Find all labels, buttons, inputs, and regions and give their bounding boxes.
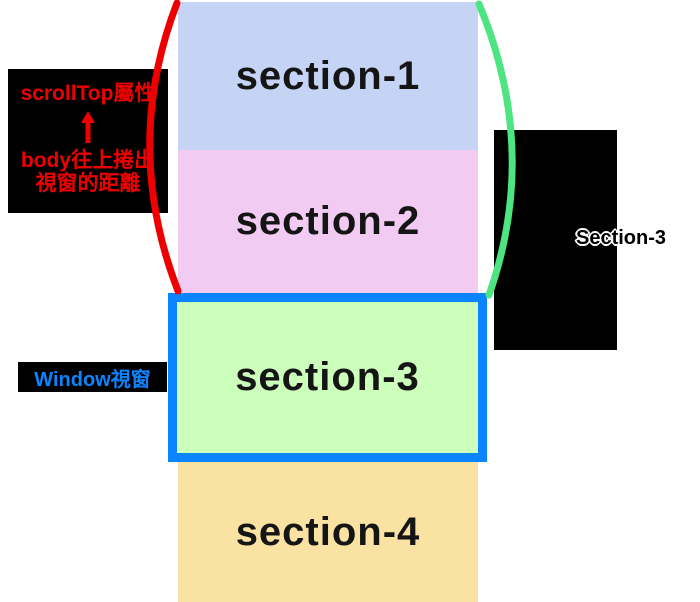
- window-viewport-annotation-box: Window視窗: [18, 362, 167, 392]
- scrolltop-description-line2: 視窗的距離: [35, 172, 141, 196]
- section-3-label: section-3: [235, 355, 420, 399]
- up-arrow-icon: [81, 111, 95, 144]
- section-2-label: section-2: [235, 199, 421, 243]
- section-4-label: section-4: [235, 509, 421, 554]
- right-annotation-label: Section-3: [575, 226, 667, 250]
- scrolltop-annotation-box: scrollTop屬性 body往上捲出 視窗的距離: [8, 69, 168, 213]
- section-1-label: section-1: [235, 53, 421, 98]
- scrolltop-attribute-label: scrollTop屬性: [20, 82, 156, 105]
- section-4-block: section-4: [178, 462, 478, 602]
- window-viewport-frame: section-3: [168, 293, 487, 462]
- scrolltop-description-line1: body往上捲出: [20, 149, 156, 173]
- section-1-block: section-1: [178, 2, 478, 150]
- section-2-block: section-2: [178, 150, 478, 293]
- window-viewport-label: Window視窗: [34, 368, 151, 391]
